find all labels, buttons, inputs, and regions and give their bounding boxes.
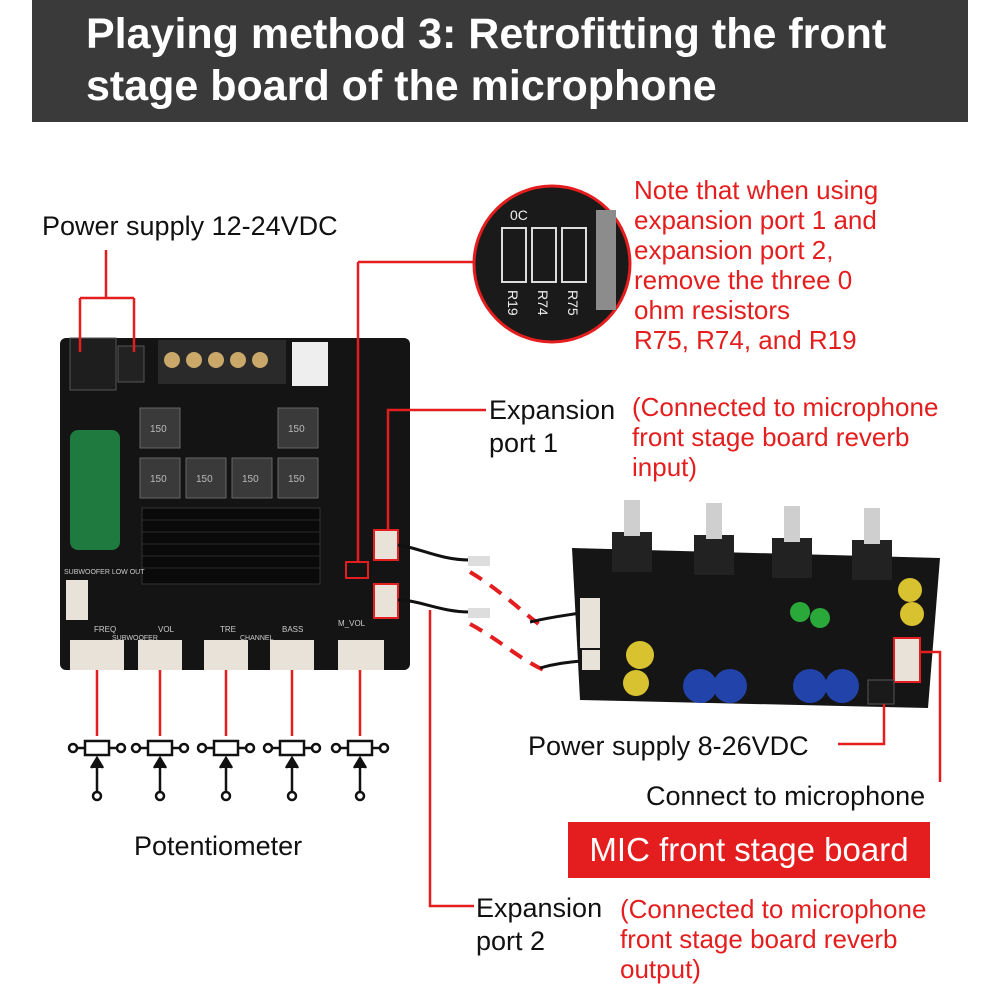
mic-front-stage-board [529, 500, 940, 708]
resistor-note-line: expansion port 1 and [634, 205, 877, 235]
mic-output-connector [893, 637, 921, 683]
silk-m-vol: M_VOL [338, 619, 366, 628]
potentiometer-symbol-4 [262, 739, 322, 802]
link-line-port-2 [469, 622, 549, 674]
expansion-port-2-label-line: Expansion [476, 893, 603, 923]
inset-label-r75: R75 [565, 290, 581, 316]
resistor-note-line: Note that when using [634, 175, 879, 205]
resistor-note: Note that when using expansion port 1 an… [634, 175, 878, 355]
silk-inductor-2: 150 [288, 424, 305, 435]
silk-inductor-4: 150 [196, 474, 213, 485]
resistor-note-line: expansion port 2, [634, 235, 834, 265]
power-main-leader [78, 250, 136, 352]
expansion-port-1-label: Expansion port 1 [489, 394, 615, 460]
bluetooth-module [292, 342, 328, 386]
silk-inductor-6: 150 [288, 474, 305, 485]
expansion-port-1-label-line: Expansion [489, 395, 616, 425]
expansion-port-1-label-line: port 1 [489, 428, 559, 458]
resistor-zoom-inset: 0C R19 R74 R75 [356, 184, 632, 562]
inset-label-r19: R19 [505, 290, 521, 316]
power-mic-leader [838, 704, 886, 746]
silk-subwoofer-low-out: SUBWOOFER LOW OUT [64, 569, 145, 576]
dc-jack [69, 337, 117, 391]
silk-inductor-5: 150 [242, 474, 259, 485]
silk-inductor-1: 150 [150, 424, 167, 435]
electrolytic-capacitor [70, 430, 120, 550]
expansion-port-2-note-line: (Connected to microphone [620, 894, 927, 924]
potentiometer-label: Potentiometer [134, 831, 303, 861]
silk-vol: VOL [158, 625, 175, 634]
resistor-note-line: R75, R74, and R19 [634, 325, 857, 355]
silk-channel: CHANNEL [240, 635, 274, 642]
expansion-port-1-note-line: front stage board reverb [632, 422, 910, 452]
expansion-port-1-leader [386, 408, 486, 530]
potentiometer-symbol-1 [67, 739, 127, 802]
connect-mic-leader [920, 650, 942, 782]
expansion-port-2-note: (Connected to microphone front stage boa… [620, 894, 926, 984]
expansion-port-2-label-line: port 2 [476, 926, 546, 956]
power-main-label: Power supply 12-24VDC [42, 211, 338, 241]
silk-inductor-3: 150 [150, 474, 167, 485]
potentiometer-symbol-3 [196, 739, 256, 802]
inset-top-marking: 0C [510, 207, 528, 223]
expansion-port-1-connector [373, 529, 399, 561]
inset-label-r74: R74 [535, 290, 551, 316]
expansion-port-1-note-line: (Connected to microphone [632, 392, 939, 422]
heatsink [141, 507, 321, 585]
silk-bass: BASS [282, 625, 303, 634]
silk-freq: FREQ [94, 625, 116, 634]
potentiometer-symbol-5 [330, 739, 390, 802]
mic-board-badge: MIC front stage board [568, 822, 930, 878]
silk-subwoofer: SUBWOOFER [112, 635, 158, 642]
title-banner: Playing method 3: Retrofitting the front… [32, 0, 968, 122]
expansion-port-2-leader [428, 610, 474, 908]
expansion-port-2-connector [373, 583, 399, 619]
connect-mic-label: Connect to microphone [646, 781, 926, 811]
expansion-port-2-label: Expansion port 2 [476, 892, 602, 958]
expansion-port-2-note-line: front stage board reverb [620, 924, 898, 954]
expansion-port-2-note-line: output) [620, 954, 701, 984]
potentiometer-leaders [95, 670, 362, 736]
resistor-note-line: remove the three 0 [634, 265, 853, 295]
potentiometer-symbol-2 [130, 739, 190, 802]
expansion-port-1-note: (Connected to microphone front stage boa… [632, 392, 938, 482]
silk-tre: TRE [220, 625, 236, 634]
page-title: Playing method 3: Retrofitting the front… [86, 10, 887, 110]
main-amplifier-board: FREQ VOL TRE BASS M_VOL SUBWOOFER CHANNE… [60, 337, 410, 670]
resistor-note-line: ohm resistors [634, 295, 791, 325]
potentiometer-symbols [67, 739, 390, 802]
expansion-port-1-note-line: input) [632, 452, 698, 482]
power-mic-label: Power supply 8-26VDC [528, 731, 809, 761]
